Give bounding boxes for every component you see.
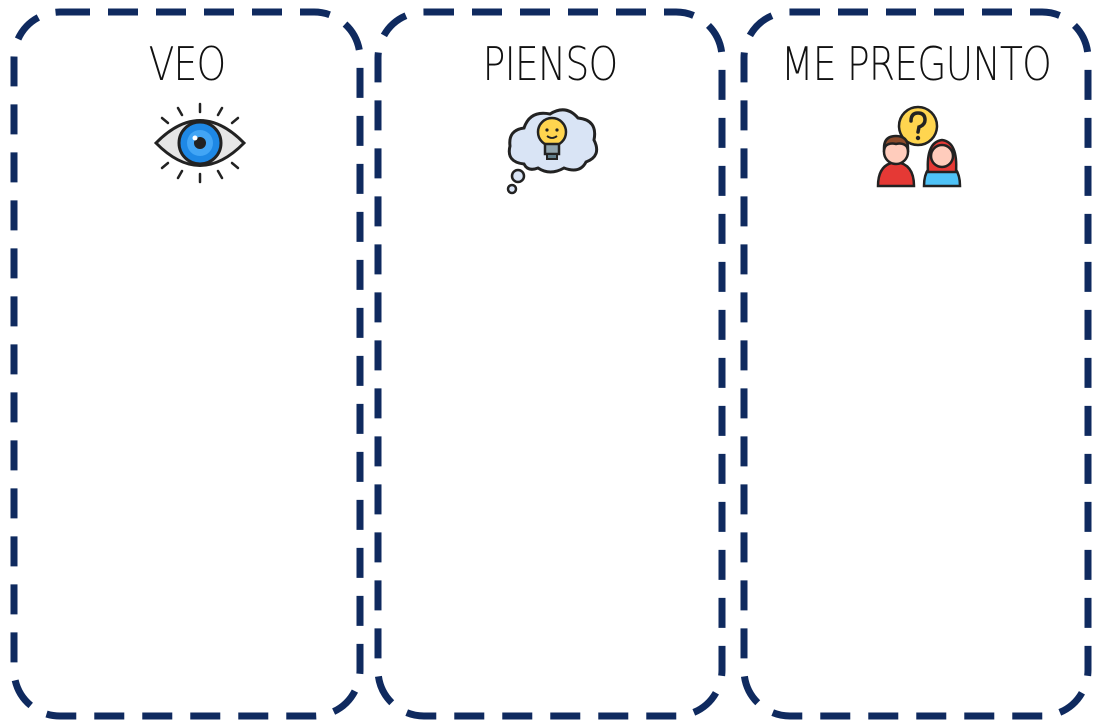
column-veo: VEO <box>14 0 360 722</box>
column-title: ME PREGUNTO <box>781 37 1052 91</box>
thought-bubble-lightbulb-icon <box>502 102 602 202</box>
pienso-frame <box>374 8 726 720</box>
me-pregunto-frame <box>740 8 1092 720</box>
column-me-pregunto: ME PREGUNTO <box>744 0 1088 722</box>
veo-frame <box>10 8 364 720</box>
column-pienso: PIENSO <box>378 0 722 722</box>
column-title: PIENSO <box>482 37 618 91</box>
eye-icon <box>152 102 248 190</box>
people-question-icon <box>868 102 968 192</box>
column-title: VEO <box>148 37 227 91</box>
